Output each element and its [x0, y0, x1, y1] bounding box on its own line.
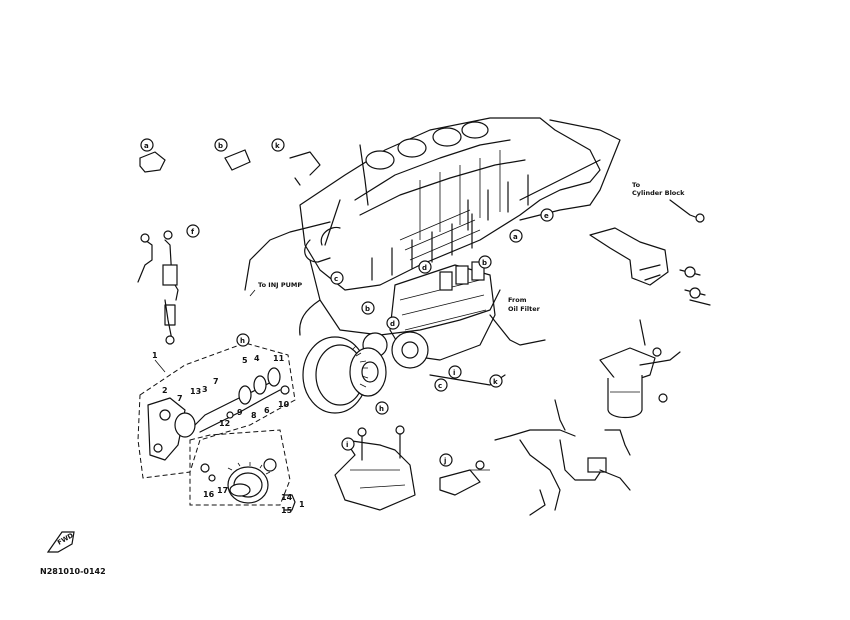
- callout-6: 6: [264, 406, 270, 415]
- callout-14: 14: [281, 493, 293, 502]
- svg-text:c: c: [438, 382, 442, 390]
- text-annotations: To INJ PUMP From Oil Filter To Cylinder …: [249, 181, 685, 313]
- callout-c-1: c: [330, 271, 344, 285]
- callout-h-2: h: [375, 401, 389, 415]
- fwd-arrow: FWD: [46, 531, 75, 553]
- callout-8: 8: [251, 411, 257, 420]
- callout-17: 17: [217, 486, 228, 495]
- bracket-i: [334, 425, 416, 511]
- callout-7b: 7: [213, 377, 219, 386]
- callout-e-1: e: [540, 208, 554, 222]
- callout-3: 3: [202, 385, 208, 394]
- lower-right-pipes: [494, 399, 631, 516]
- crank-pulley: [302, 336, 387, 414]
- svg-text:b: b: [365, 305, 370, 313]
- callout-4: 4: [254, 354, 260, 363]
- svg-text:a: a: [513, 233, 518, 241]
- svg-text:d: d: [422, 264, 427, 272]
- svg-text:k: k: [493, 378, 498, 386]
- injector-f: [137, 230, 179, 345]
- callout-12: 12: [219, 419, 230, 428]
- callout-f-1: f: [186, 224, 200, 238]
- callout-c-2: c: [434, 378, 448, 392]
- callout-h-1: h: [236, 333, 250, 347]
- callout-d-2: d: [386, 316, 400, 330]
- callout-d-1: d: [418, 260, 432, 274]
- svg-text:h: h: [379, 405, 384, 413]
- from-oil-filter-label-1: From: [508, 296, 527, 304]
- callout-1: 1: [152, 351, 158, 360]
- svg-text:j: j: [443, 457, 446, 465]
- svg-text:c: c: [334, 275, 338, 283]
- callout-k-2: k: [489, 374, 503, 388]
- callout-11: 11: [273, 354, 285, 363]
- callout-13: 13: [190, 387, 201, 396]
- svg-text:d: d: [390, 320, 395, 328]
- callout-k-1: k: [271, 138, 285, 152]
- svg-text:i: i: [346, 441, 348, 449]
- clip-k: [289, 151, 321, 186]
- svg-text:e: e: [544, 212, 549, 220]
- engine-block: [299, 117, 601, 336]
- clip-b: [224, 149, 251, 171]
- svg-text:b: b: [482, 259, 487, 267]
- to-cylinder-block-label-1: To: [632, 181, 641, 189]
- svg-text:f: f: [191, 228, 195, 236]
- callout-i-2: i: [341, 437, 355, 451]
- callout-10: 10: [278, 400, 290, 409]
- svg-text:h: h: [240, 337, 245, 345]
- svg-text:b: b: [218, 142, 223, 150]
- callout-b-2: b: [478, 255, 492, 269]
- fuel-filter: [599, 319, 681, 419]
- svg-text:i: i: [453, 369, 455, 377]
- callout-a-2: a: [509, 229, 523, 243]
- callout-a-1: a: [140, 138, 154, 152]
- callout-letters: a b k f h e c b a d b d i c k h i j: [140, 138, 554, 467]
- callout-j-1: j: [439, 453, 453, 467]
- part-code: N281010-0142: [40, 567, 106, 576]
- callout-numbers: 1 2 3 13 7 7 5 4 11 9 8 6 10 12 16 17 14…: [152, 351, 305, 515]
- callout-b-3: b: [361, 301, 375, 315]
- callout-b-1: b: [214, 138, 228, 152]
- callout-i-1: i: [448, 365, 462, 379]
- callout-2: 2: [162, 386, 168, 395]
- bracket-top-right: [589, 199, 711, 306]
- callout-15: 15: [281, 506, 293, 515]
- callout-5: 5: [242, 356, 248, 365]
- callout-16: 16: [203, 490, 215, 499]
- fuel-lines: [244, 119, 621, 386]
- clip-a: [139, 151, 166, 173]
- from-oil-filter-label-2: Oil Filter: [508, 305, 541, 313]
- to-inj-pump-label: To INJ PUMP: [258, 281, 302, 289]
- svg-text:a: a: [144, 142, 149, 150]
- bracket-j: [439, 460, 490, 496]
- exploded-gear-assembly: [137, 342, 296, 511]
- callout-1b: 1: [299, 500, 305, 509]
- callout-7a: 7: [177, 394, 183, 403]
- to-cylinder-block-label-2: Cylinder Block: [632, 189, 685, 197]
- callout-9: 9: [237, 408, 243, 417]
- svg-text:k: k: [275, 142, 280, 150]
